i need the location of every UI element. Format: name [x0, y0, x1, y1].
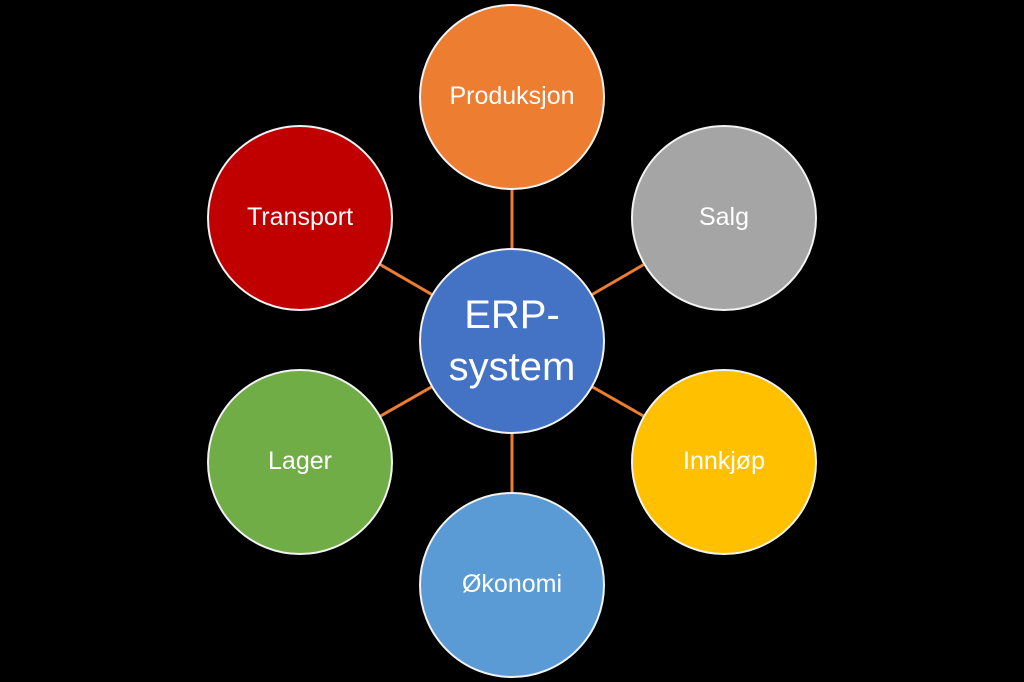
node-label-salg: Salg — [698, 203, 750, 232]
node-okonomi: Økonomi — [419, 492, 605, 678]
node-label-transport: Transport — [246, 203, 354, 232]
node-label-innkjop: Innkjøp — [683, 447, 765, 476]
node-erp-system: ERP-system — [419, 248, 605, 434]
node-label-okonomi: Økonomi — [461, 570, 563, 599]
node-produksjon: Produksjon — [419, 4, 605, 190]
node-innkjop: Innkjøp — [631, 369, 817, 555]
node-transport: Transport — [207, 125, 393, 311]
node-lager: Lager — [207, 369, 393, 555]
node-label-lager: Lager — [268, 447, 332, 476]
node-label-produksjon: Produksjon — [449, 82, 575, 111]
node-label-erp-system: ERP-system — [448, 293, 576, 389]
node-salg: Salg — [631, 125, 817, 311]
